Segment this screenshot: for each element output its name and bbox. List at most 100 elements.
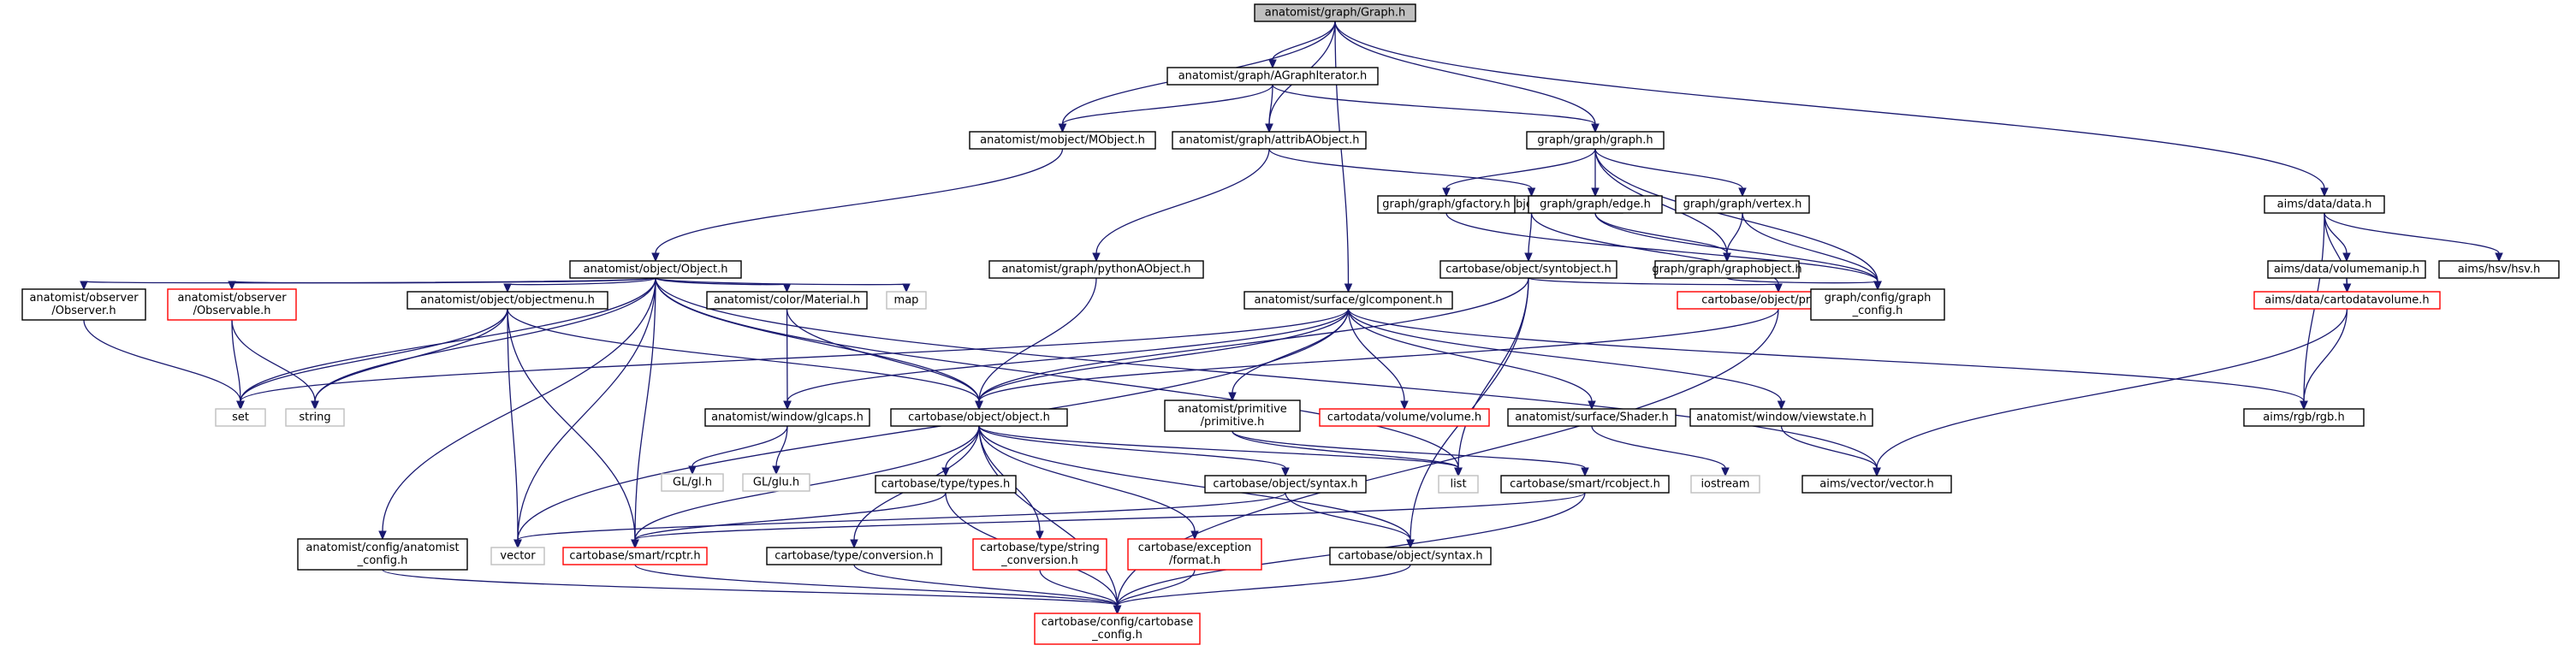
edge-n19-to-n28 [786, 308, 983, 411]
node-cartobase-object-syntobject-h[interactable]: cartobase/object/syntobject.h [1439, 260, 1617, 279]
node-label: anatomist/surface/Shader.h [1515, 411, 1668, 424]
node-label: cartobase/object/syntobject.h [1445, 263, 1611, 276]
node-cartobase-type-conversion-h[interactable]: cartobase/type/conversion.h [766, 547, 942, 565]
node-anatomist-observer-observable-h[interactable]: anatomist/observer/Observable.h [167, 288, 297, 321]
edge-n46-to-n49 [1039, 569, 1122, 615]
edge-arrowhead [1774, 283, 1783, 293]
edge-n3-to-n6 [1268, 148, 1536, 198]
edge-n18-to-n43 [507, 308, 522, 549]
node-set: set [215, 408, 266, 427]
node-box [285, 408, 345, 427]
edges-layer [80, 21, 2503, 615]
node-aims-data-cartodatavolume-h[interactable]: aims/data/cartodatavolume.h [2253, 291, 2441, 310]
edge-line [382, 569, 1119, 607]
edge-line [655, 148, 1064, 254]
node-cartobase-object-syntax-h[interactable]: cartobase/object/syntax.h [1329, 547, 1492, 565]
node-cartobase-exception-format-h[interactable]: cartobase/exception/format.h [1127, 538, 1262, 571]
node-cartobase-object-object-h[interactable]: cartobase/object/object.h [890, 408, 1068, 427]
node-box [1172, 131, 1367, 150]
node-anatomist-object-object-h[interactable]: anatomist/object/Object.h [569, 260, 742, 279]
node-cartodata-volume-volume-h[interactable]: cartodata/volume/volume.h [1319, 408, 1490, 427]
edge-arrowhead [80, 281, 88, 291]
edge-n1-to-n4 [1272, 84, 1600, 133]
edge-line [634, 564, 1119, 607]
node-aims-rgb-rgb-h[interactable]: aims/rgb/rgb.h [2243, 408, 2365, 427]
edge-line [691, 425, 788, 467]
node-label: aims/hsv/hsv.h [2458, 263, 2541, 276]
node-label: aims/vector/vector.h [1819, 478, 1933, 491]
node-cartobase-type-types-h[interactable]: cartobase/type/types.h [875, 475, 1017, 494]
node-box [875, 475, 1017, 494]
edge-arrowhead [1344, 283, 1353, 293]
node-list: list [1438, 475, 1479, 494]
node-anatomist-graph-pythonaobject-h[interactable]: anatomist/graph/pythonAObject.h [988, 260, 1204, 279]
node-aims-hsv-hsv-h[interactable]: aims/hsv/hsv.h [2438, 260, 2560, 279]
node-label: vector [500, 550, 536, 563]
edge-line [517, 492, 1286, 541]
edge-n18-to-n44 [507, 308, 639, 549]
edge-n18-to-n28 [507, 308, 983, 411]
edge-arrowhead [2342, 252, 2351, 263]
node-anatomist-object-objectmenu-h[interactable]: anatomist/object/objectmenu.h [407, 291, 608, 310]
node-label: graph/graph/gfactory.h [1382, 198, 1510, 211]
node-anatomist-config-anatomist-config-h[interactable]: anatomist/config/anatomist_config.h [297, 538, 468, 571]
node-anatomist-graph-agraphiterator-h[interactable]: anatomist/graph/AGraphIterator.h [1166, 67, 1379, 86]
edge-arrowhead [975, 400, 983, 411]
node-label: anatomist/object/Object.h [584, 263, 728, 276]
edge-n29-to-n39 [1232, 430, 1589, 477]
edge-arrowhead [1092, 252, 1101, 263]
node-anatomist-graph-graph-h[interactable]: anatomist/graph/Graph.h [1254, 3, 1416, 22]
node-aims-data-data-h[interactable]: aims/data/data.h [2264, 195, 2385, 214]
edge-arrowhead [631, 539, 639, 549]
edge-line [240, 308, 508, 402]
edge-n9-to-n13 [1723, 212, 1743, 263]
node-anatomist-window-glcaps-h[interactable]: anatomist/window/glcaps.h [704, 408, 870, 427]
node-anatomist-graph-attribaobject-h[interactable]: anatomist/graph/attribAObject.h [1172, 131, 1367, 150]
node-anatomist-observer-observer-h[interactable]: anatomist/observer/Observer.h [21, 288, 146, 321]
node-cartobase-type-string-conversion-h[interactable]: cartobase/type/string_conversion.h [972, 538, 1107, 571]
node-cartobase-smart-rcobject-h[interactable]: cartobase/smart/rcobject.h [1500, 475, 1670, 494]
node-graph-graph-edge-h[interactable]: graph/graph/edge.h [1528, 195, 1663, 214]
node-anatomist-color-material-h[interactable]: anatomist/color/Material.h [706, 291, 868, 310]
edge-line [1528, 277, 1779, 286]
edge-line [1726, 277, 1879, 284]
node-graph-graph-vertex-h[interactable]: graph/graph/vertex.h [1675, 195, 1810, 214]
edge-line [978, 308, 1779, 402]
node-anatomist-surface-shader-h[interactable]: anatomist/surface/Shader.h [1507, 408, 1677, 427]
node-anatomist-surface-glcomponent-h[interactable]: anatomist/surface/glcomponent.h [1243, 291, 1453, 310]
node-anatomist-mobject-mobject-h[interactable]: anatomist/mobject/MObject.h [969, 131, 1156, 150]
node-cartobase-config-cartobase-config-h[interactable]: cartobase/config/cartobase_config.h [1034, 613, 1201, 645]
edge-n18-to-n26 [311, 308, 508, 411]
node-aims-vector-vector-h[interactable]: aims/vector/vector.h [1801, 475, 1952, 494]
node-graph-graph-graph-h[interactable]: graph/graph/graph.h [1526, 131, 1665, 150]
node-anatomist-window-viewstate-h[interactable]: anatomist/window/viewstate.h [1689, 408, 1873, 427]
node-cartobase-object-syntax-h[interactable]: cartobase/object/syntax.h [1204, 475, 1367, 494]
node-box [407, 291, 608, 310]
edge-line [1445, 212, 1879, 282]
edge-line [1334, 21, 1350, 285]
edge-arrowhead [1228, 392, 1237, 402]
node-graph-graph-graphobject-h[interactable]: graph/graph/graphobject.h [1652, 260, 1802, 279]
node-vector: vector [490, 547, 545, 565]
node-anatomist-primitive-primitive-h[interactable]: anatomist/primitive/primitive.h [1164, 400, 1301, 432]
node-cartobase-smart-rcptr-h[interactable]: cartobase/smart/rcptr.h [562, 547, 708, 565]
edge-arrowhead [1281, 467, 1290, 477]
node-label: anatomist/graph/Graph.h [1265, 7, 1405, 20]
edge-line [1061, 84, 1273, 125]
node-aims-data-volumemanip-h[interactable]: aims/data/volumemanip.h [2267, 260, 2426, 279]
node-label: anatomist/window/viewstate.h [1696, 411, 1867, 424]
edge-n21-to-n25 [236, 308, 1350, 411]
edge-line [1742, 212, 1879, 282]
node-label: cartodata/volume/volume.h [1327, 411, 1481, 424]
node-graph-graph-gfactory-h[interactable]: graph/graph/gfactory.h [1377, 195, 1516, 214]
edge-n4-to-n9 [1594, 148, 1747, 198]
node-box [215, 408, 266, 427]
edge-arrowhead [1581, 467, 1589, 477]
node-label: aims/data/data.h [2277, 198, 2372, 211]
node-box [1439, 260, 1617, 279]
edge-line [507, 308, 980, 402]
edge-arrowhead [1527, 187, 1536, 198]
node-graph-config-graph-config-h[interactable]: graph/config/graph_config.h [1810, 288, 1945, 321]
node-label: /Observer.h [51, 305, 116, 317]
node-label: map [894, 294, 919, 307]
